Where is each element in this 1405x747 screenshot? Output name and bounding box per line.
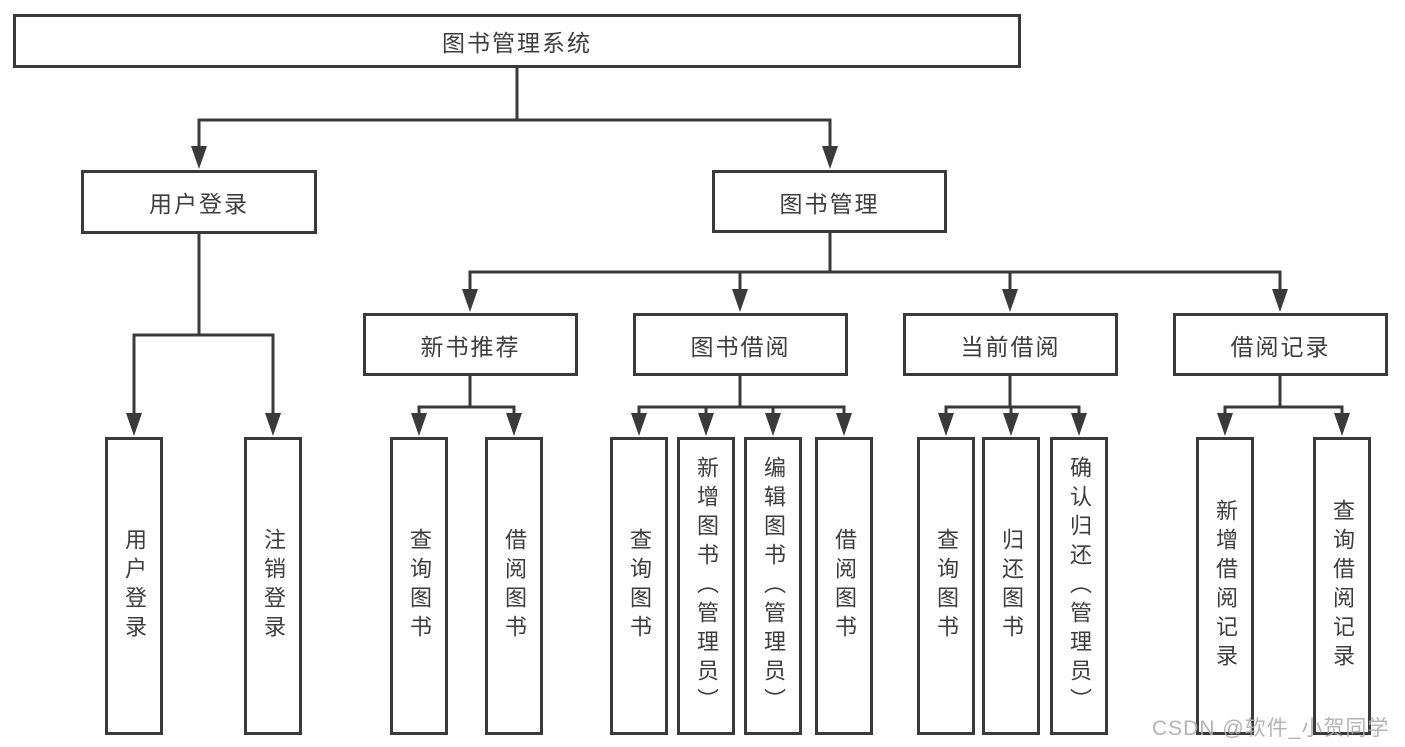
node-book-management-label: 图书管理 (779, 190, 880, 217)
leaf-user-login: 用户登录 (105, 437, 163, 735)
leaf-bb-query-book: 查询图书 (610, 437, 668, 735)
leaf-cb-return-book: 归还图书 (982, 437, 1040, 735)
leaf-bb-add-book-admin-label: 新增图书（管理员） (694, 455, 719, 717)
node-book-management: 图书管理 (712, 170, 947, 233)
node-borrow-records: 借阅记录 (1173, 313, 1388, 376)
node-book-borrowing: 图书借阅 (633, 313, 848, 376)
csdn-watermark: CSDN @软件_小贺同学 (1152, 717, 1390, 740)
leaf-bb-query-book-label: 查询图书 (627, 528, 652, 644)
leaf-logout-label: 注销登录 (261, 528, 286, 644)
leaf-bb-borrow-book: 借阅图书 (815, 437, 873, 735)
node-current-borrowing-label: 当前借阅 (960, 333, 1061, 360)
leaf-cb-query-book-label: 查询图书 (934, 528, 959, 644)
node-root-label: 图书管理系统 (442, 30, 592, 56)
leaf-cb-confirm-return-admin-label: 确认归还（管理员） (1067, 455, 1092, 717)
leaf-rec-query-book-label: 查询图书 (407, 528, 432, 644)
node-borrow-records-label: 借阅记录 (1230, 333, 1331, 360)
leaf-br-query-borrow-record: 查询借阅记录 (1313, 437, 1371, 735)
node-book-borrowing-label: 图书借阅 (690, 333, 791, 360)
leaf-bb-edit-book-admin: 编辑图书（管理员） (744, 437, 802, 735)
arrowheads (126, 146, 1350, 436)
leaf-user-login-label: 用户登录 (122, 528, 147, 644)
leaf-cb-return-book-label: 归还图书 (999, 528, 1024, 644)
node-user-login-label: 用户登录 (149, 191, 249, 217)
leaf-cb-query-book: 查询图书 (917, 437, 975, 735)
node-user-login: 用户登录 (81, 170, 317, 234)
leaf-br-add-borrow-record: 新增借阅记录 (1196, 437, 1254, 735)
leaf-cb-confirm-return-admin: 确认归还（管理员） (1050, 437, 1108, 735)
node-new-book-recommend: 新书推荐 (363, 313, 578, 376)
leaf-rec-borrow-book: 借阅图书 (485, 437, 543, 735)
node-current-borrowing: 当前借阅 (903, 313, 1118, 376)
leaf-bb-add-book-admin: 新增图书（管理员） (677, 437, 735, 735)
node-new-book-recommend-label: 新书推荐 (420, 333, 521, 360)
leaf-br-add-borrow-record-label: 新增借阅记录 (1213, 499, 1238, 673)
leaf-br-query-borrow-record-label: 查询借阅记录 (1330, 499, 1355, 673)
leaf-bb-borrow-book-label: 借阅图书 (832, 528, 857, 644)
leaf-logout: 注销登录 (244, 437, 302, 735)
leaf-rec-borrow-book-label: 借阅图书 (502, 528, 527, 644)
node-root-library-management-system: 图书管理系统 (13, 14, 1021, 68)
leaf-rec-query-book: 查询图书 (390, 437, 448, 735)
leaf-bb-edit-book-admin-label: 编辑图书（管理员） (761, 455, 786, 717)
